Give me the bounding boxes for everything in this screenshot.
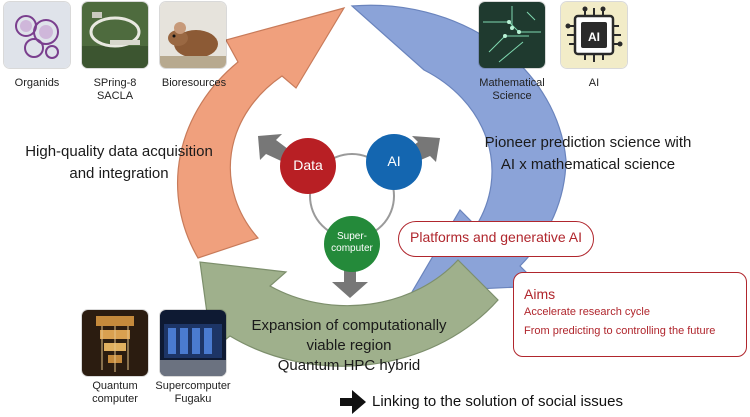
mouse-image [160, 2, 226, 68]
circuit-board-image [479, 2, 545, 68]
aims-item: Accelerate research cycle [524, 306, 650, 318]
blue-cycle-arrow [350, 4, 567, 293]
ai-chip-text: AI [588, 30, 600, 44]
orange-cycle-arrow [176, 7, 346, 259]
arrow-down [332, 262, 368, 298]
ai-node-label: AI [387, 153, 401, 169]
synchrotron-aerial-image [82, 2, 148, 68]
quantum-computer-image [82, 310, 148, 376]
supercomputer-node [324, 216, 380, 272]
footer-text: Linking to the solution of social issues [372, 393, 623, 410]
caption-fugaku: Supercomputer Fugaku [155, 380, 231, 405]
caption-ai: AI [588, 77, 600, 89]
caption-organids: Organids [14, 77, 60, 89]
caption-math: Mathematical Science [479, 77, 545, 102]
supercomputer-image [160, 310, 226, 376]
caption-spring8: SPring-8 SACLA [93, 77, 137, 102]
platforms-label: Platforms and generative AI [410, 229, 582, 245]
data-node-label: Data [293, 157, 323, 173]
footer-arrow-icon [340, 390, 366, 414]
ai-chip-icon [561, 2, 627, 68]
supercomputer-node-label: Super- computer [331, 231, 373, 254]
right-description: Pioneer prediction science with AI x mat… [484, 134, 692, 173]
caption-bioresources: Bioresources [161, 77, 227, 89]
aims-item: From predicting to controlling the futur… [524, 325, 716, 337]
caption-quantum: Quantum computer [92, 380, 138, 405]
organoid-image [4, 2, 70, 68]
bottom-description: Expansion of computationally viable regi… [251, 317, 447, 374]
left-description: High-quality data acquisition and integr… [25, 143, 213, 182]
ai-node [366, 134, 422, 190]
platforms-box [398, 221, 594, 257]
aims-title: Aims [524, 286, 556, 302]
data-node [280, 138, 336, 194]
aims-box [513, 272, 747, 357]
